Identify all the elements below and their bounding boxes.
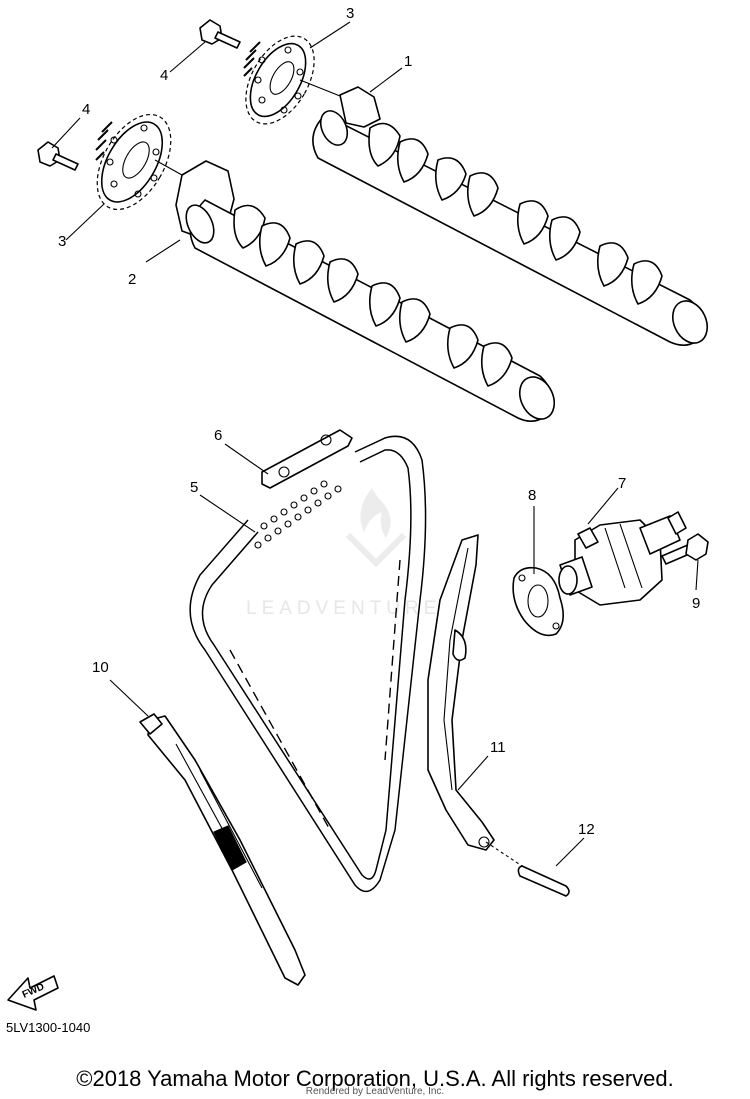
upper-cam-lobes: [368, 122, 663, 305]
watermark-text: LEADVENTURE: [246, 598, 441, 619]
callout-1: 1: [404, 53, 412, 70]
alignment-line-lower: [154, 159, 183, 176]
bolt-upper[interactable]: [199, 19, 241, 49]
callout-3-lower: 3: [58, 233, 66, 250]
callout-7: 7: [618, 475, 626, 492]
lower-cam-lobes: [233, 204, 513, 387]
callout-8: 8: [528, 487, 536, 504]
bolt-lower[interactable]: [37, 141, 79, 171]
callout-6: 6: [214, 427, 222, 444]
fwd-arrow-icon: FWD: [7, 975, 59, 1011]
tensioner-bolt[interactable]: [661, 533, 709, 565]
pin[interactable]: [485, 841, 570, 897]
watermark: LEADVENTURE: [246, 488, 441, 619]
rendered-by-note: Rendered by LeadVenture, Inc.: [305, 1086, 445, 1097]
camshaft-lower[interactable]: [175, 160, 561, 425]
alignment-line-upper: [299, 79, 341, 97]
callout-9: 9: [692, 595, 700, 612]
tensioner-gasket[interactable]: [512, 566, 564, 637]
camshaft-upper[interactable]: [312, 86, 714, 349]
chain-tensioner[interactable]: [558, 511, 687, 606]
timing-chain[interactable]: [189, 435, 427, 893]
sprocket-upper[interactable]: [232, 24, 328, 135]
callout-11: 11: [490, 739, 506, 756]
chain-guide-front[interactable]: [427, 534, 495, 851]
leader-lines: [51, 21, 699, 867]
callout-12: 12: [578, 821, 595, 838]
callout-3-upper: 3: [346, 5, 354, 22]
callouts: 1 2 3 3 4 4 5 6 7 8 9 10 11 12: [58, 5, 700, 838]
chain-guide-rear[interactable]: [139, 713, 306, 986]
chain-guide-top[interactable]: [261, 429, 353, 489]
callout-2: 2: [128, 271, 136, 288]
copyright-notice: ©2018 Yamaha Motor Corporation, U.S.A. A…: [76, 1066, 674, 1091]
callout-4-upper: 4: [160, 67, 168, 84]
callout-4-lower: 4: [82, 101, 90, 118]
chain-links: [254, 480, 342, 549]
diagram-code: 5LV1300-1040: [6, 1020, 91, 1035]
callout-10: 10: [92, 659, 109, 676]
sprocket-lower[interactable]: [82, 102, 186, 222]
callout-5: 5: [190, 479, 198, 496]
